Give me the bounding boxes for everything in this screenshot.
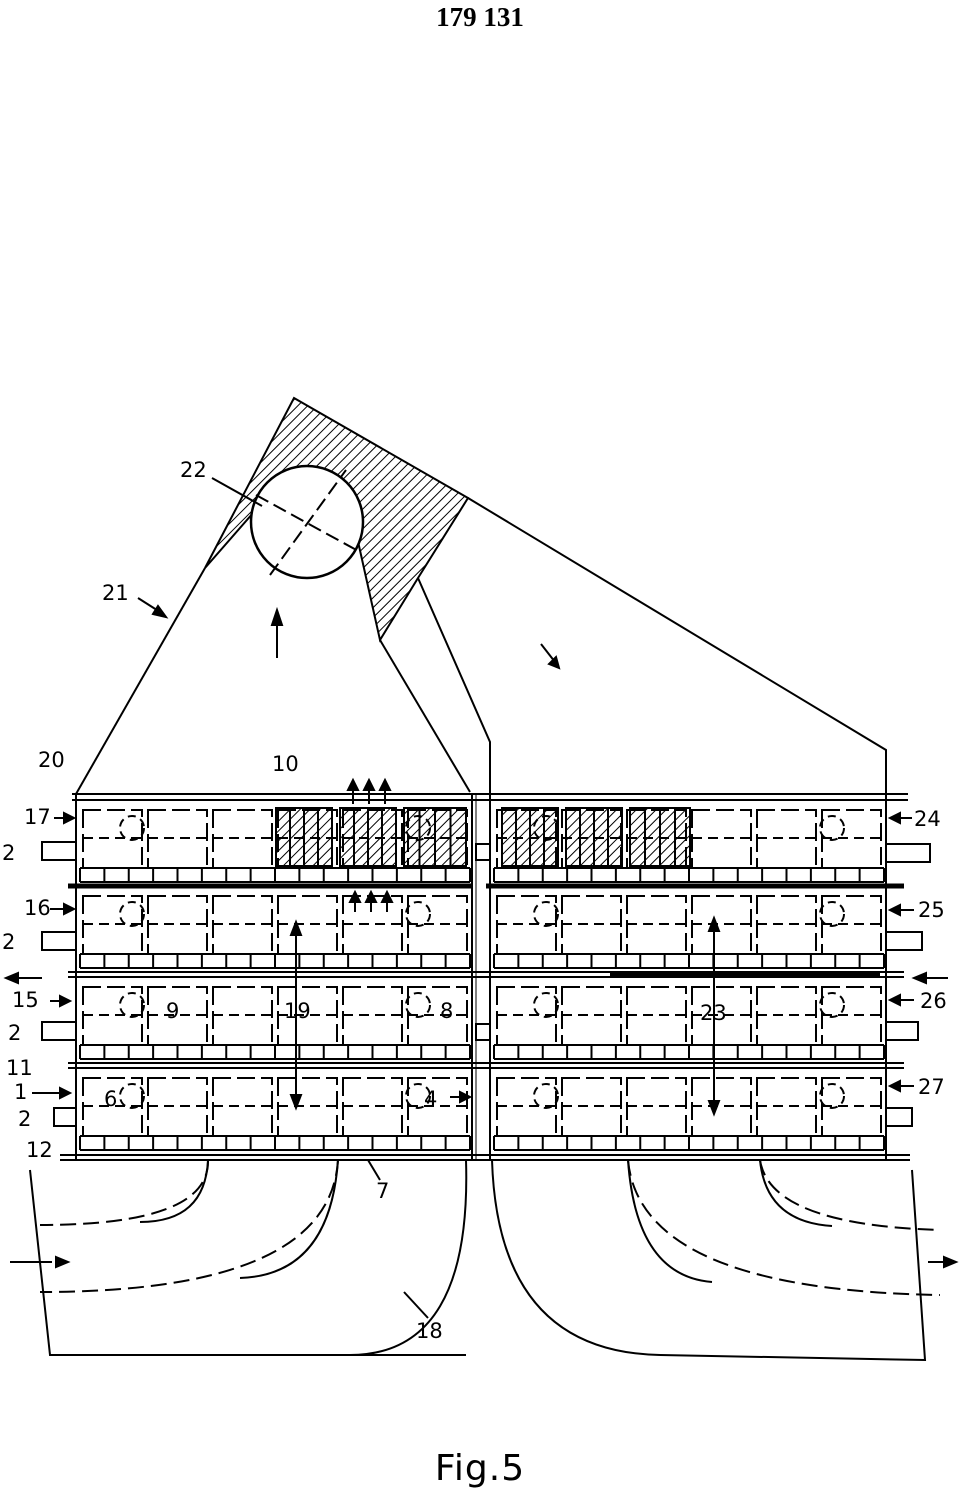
label-23: 23: [700, 1001, 727, 1025]
leader-7: [367, 1159, 381, 1181]
burner-marker-2: [405, 992, 431, 1018]
tier-1-half-2: [493, 809, 885, 883]
hood-left-wall: [75, 567, 206, 795]
pipe-right-1: [885, 843, 931, 863]
label-4: 4: [424, 1087, 437, 1111]
burner-marker-1: [533, 992, 559, 1018]
duct-right-solid-2: [627, 1159, 713, 1283]
label-24: 24: [914, 807, 941, 831]
leader-22: [211, 477, 263, 507]
label-20: 20: [38, 748, 65, 772]
label-7: 7: [376, 1179, 389, 1203]
exhaust-hood: [75, 396, 887, 795]
pipe-left-2: [41, 931, 77, 951]
label-2-a: 2: [2, 841, 15, 865]
leader-18: [403, 1291, 429, 1319]
tier-2-half-2: [493, 895, 885, 969]
fan-centerline-1: [269, 469, 347, 576]
label-27: 27: [918, 1075, 945, 1099]
duct-left-inner-1: [39, 1159, 210, 1226]
burner-marker-1: [533, 1083, 559, 1109]
burner-marker-2: [819, 901, 845, 927]
duct-right-inner-2: [627, 1159, 941, 1296]
label-22: 22: [180, 458, 207, 482]
hood-right-wall: [467, 497, 887, 794]
duct-left-solid-1: [139, 1159, 209, 1223]
label-21: 21: [102, 581, 129, 605]
pipe-center-1: [475, 843, 491, 861]
reference-labels: 22 21 20 10 17 2 16 2 15 2 11 1 2 12 9 1…: [2, 458, 947, 1343]
burner-marker-2: [819, 1083, 845, 1109]
page-header-document-number: 179 131: [436, 2, 524, 32]
pipe-right-3: [885, 1021, 919, 1041]
kiln-tiers: [79, 809, 885, 1151]
tier-3-half-2: [493, 986, 885, 1060]
label-1: 1: [14, 1080, 27, 1104]
label-2-c: 2: [8, 1021, 21, 1045]
hood-divider-duct: [417, 577, 491, 794]
pipe-left-3: [41, 1021, 77, 1041]
hood-up-arrowhead: [270, 606, 284, 626]
label-15: 15: [12, 988, 39, 1012]
pipe-right-4: [885, 1107, 913, 1127]
tier-3-half-1: [79, 986, 471, 1060]
burner-marker-1: [119, 1083, 145, 1109]
label-6: 6: [104, 1087, 117, 1111]
tier-2-half-1: [79, 895, 471, 969]
label-11: 11: [6, 1056, 33, 1080]
burner-marker-2: [405, 901, 431, 927]
duct-left-curve: [349, 1159, 468, 1356]
label-2-d: 2: [18, 1107, 31, 1131]
label-18: 18: [416, 1319, 443, 1343]
label-8: 8: [440, 999, 453, 1023]
label-25: 25: [918, 898, 945, 922]
flow-arrows: [3, 777, 959, 1269]
duct-left-outer: [29, 1169, 466, 1356]
tier-4-half-2: [493, 1077, 885, 1151]
burner-marker-1: [119, 992, 145, 1018]
duct-right-outer: [659, 1169, 927, 1362]
kiln-body: [41, 793, 931, 1161]
burner-marker-1: [119, 815, 145, 841]
tier-4-half-1: [79, 1077, 471, 1151]
underfloor-ducts: [29, 1159, 941, 1362]
burner-marker-2: [819, 815, 845, 841]
duct-right-curve: [491, 1159, 661, 1356]
duct-right-inner-1: [759, 1159, 941, 1231]
side-pipes: [41, 841, 931, 1127]
hood-inner-duct: [379, 639, 471, 793]
leader-21-arrowhead: [151, 604, 169, 619]
label-9: 9: [166, 999, 179, 1023]
label-19: 19: [284, 999, 311, 1023]
fan-circle: [249, 464, 365, 580]
label-2-b: 2: [2, 930, 15, 954]
duct-left-solid-2: [239, 1159, 339, 1279]
pipe-center-2: [475, 1023, 491, 1041]
label-12: 12: [26, 1138, 53, 1162]
pipe-left-1: [41, 841, 77, 861]
figure-caption: Fig.5: [434, 1448, 526, 1489]
label-16: 16: [24, 896, 51, 920]
pipe-left-4: [53, 1107, 77, 1127]
burner-marker-1: [119, 901, 145, 927]
label-17: 17: [24, 805, 51, 829]
burner-marker-2: [819, 992, 845, 1018]
pipe-right-2: [885, 931, 923, 951]
duct-left-inner-2: [39, 1159, 339, 1293]
burner-marker-1: [533, 901, 559, 927]
hatched-loads: [275, 807, 691, 867]
hood-flow-arrowhead: [547, 655, 561, 670]
label-10: 10: [272, 752, 299, 776]
burner-marker-2: [405, 1083, 431, 1109]
duct-right-solid-1: [759, 1159, 833, 1227]
label-26: 26: [920, 989, 947, 1013]
